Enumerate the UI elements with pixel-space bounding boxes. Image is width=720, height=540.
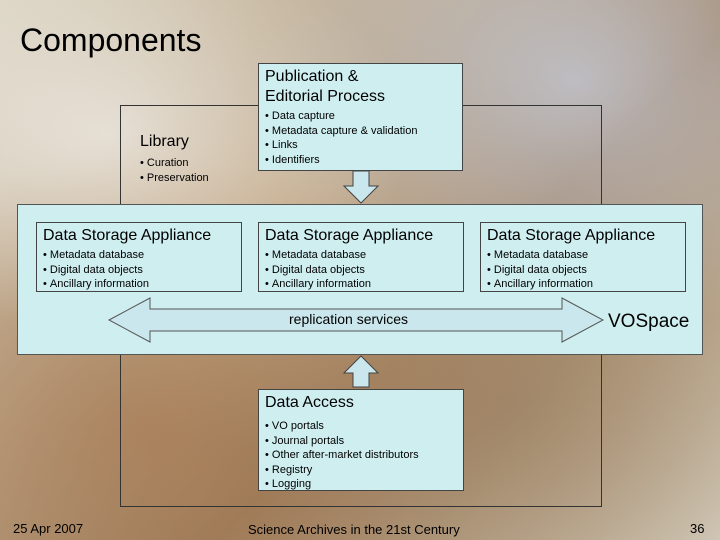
footer-date: 25 Apr 2007 [13, 521, 84, 536]
publication-items: Data capture Metadata capture & validati… [265, 109, 456, 167]
replication-label: replication services [289, 311, 409, 327]
storage-item: Metadata database [487, 248, 679, 263]
storage-box-title: Data Storage Appliance [487, 227, 656, 244]
vospace-label: VOSpace [608, 311, 690, 332]
library-title: Library [140, 133, 189, 150]
slide-title: Components [20, 22, 202, 58]
storage-item: Digital data objects [43, 263, 235, 278]
data-access-item: Other after-market distributors [265, 448, 457, 463]
up-arrow-icon [343, 355, 379, 388]
publication-item: Identifiers [265, 153, 456, 168]
storage-box-title: Data Storage Appliance [43, 227, 212, 244]
storage-box-2: Data Storage Appliance Metadata database… [258, 222, 464, 292]
footer-center: Science Archives in the 21st Century [248, 522, 460, 537]
storage-item: Ancillary information [43, 277, 235, 292]
storage-item: Metadata database [265, 248, 457, 263]
data-access-item: VO portals [265, 419, 457, 434]
storage-box-items: Metadata database Digital data objects A… [487, 248, 679, 292]
data-access-title: Data Access [265, 394, 354, 411]
publication-title-line-1: Publication & [265, 68, 359, 85]
data-access-items: VO portals Journal portals Other after-m… [265, 419, 457, 492]
data-access-item: Journal portals [265, 434, 457, 449]
library-item: Preservation [140, 171, 250, 186]
data-access-item: Registry [265, 463, 457, 478]
publication-box: Publication & Editorial Process Data cap… [258, 63, 463, 171]
storage-box-items: Metadata database Digital data objects A… [265, 248, 457, 292]
library-items: Curation Preservation [140, 156, 250, 185]
library-section: Library Curation Preservation [140, 132, 250, 185]
storage-box-items: Metadata database Digital data objects A… [43, 248, 235, 292]
publication-item: Metadata capture & validation [265, 124, 456, 139]
storage-box-title: Data Storage Appliance [265, 227, 434, 244]
storage-box-1: Data Storage Appliance Metadata database… [36, 222, 242, 292]
library-item: Curation [140, 156, 250, 171]
replication-double-arrow-icon [108, 297, 604, 343]
data-access-box: Data Access VO portals Journal portals O… [258, 389, 464, 491]
storage-item: Metadata database [43, 248, 235, 263]
storage-item: Digital data objects [487, 263, 679, 278]
storage-item: Ancillary information [487, 277, 679, 292]
publication-item: Links [265, 138, 456, 153]
publication-item: Data capture [265, 109, 456, 124]
storage-item: Ancillary information [265, 277, 457, 292]
footer-page-number: 36 [690, 521, 705, 536]
storage-box-3: Data Storage Appliance Metadata database… [480, 222, 686, 292]
down-arrow-icon [343, 171, 379, 204]
publication-title-line-2: Editorial Process [265, 88, 386, 105]
storage-item: Digital data objects [265, 263, 457, 278]
data-access-item: Logging [265, 477, 457, 492]
